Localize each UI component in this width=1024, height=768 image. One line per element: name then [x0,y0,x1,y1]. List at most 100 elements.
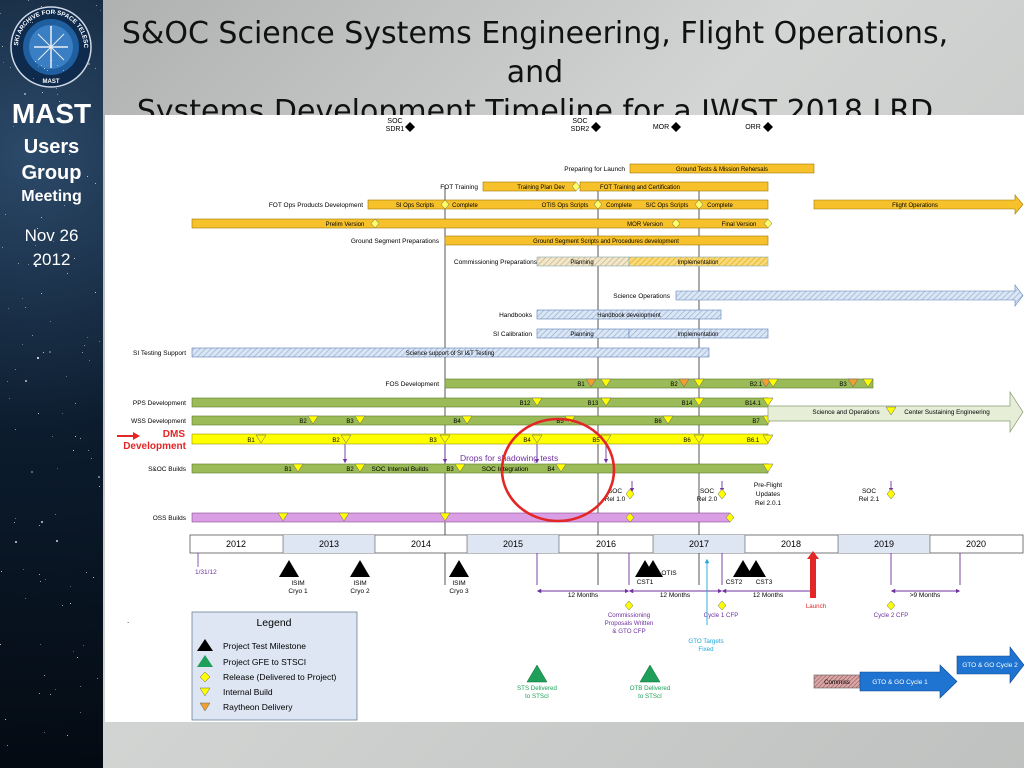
bar-text: Prelim Version [326,222,365,228]
sidebar-mast: MAST [11,98,92,129]
row-label-handbooks: Handbooks [499,312,533,319]
event-label: to STScI [638,693,662,700]
gfe-icon [197,655,213,667]
star [35,176,37,178]
bar-text: MOR Version [627,222,663,228]
year-label: 2015 [503,539,523,549]
build-label: B12 [520,401,531,407]
star [67,735,68,736]
year-axis [189,534,1024,554]
test-milestone-label: OTIS [661,570,677,577]
test-milestone-label: Cryo 3 [449,588,469,595]
milestone-diamond [591,122,601,132]
row-label-commissioning: Commissioning Preparations [454,259,538,266]
star [40,581,41,582]
top-milestone-soc-sdr1: SOC SDR1 [386,118,415,133]
bar-text: S/C Ops Scripts [646,203,689,209]
star [91,458,92,459]
star [88,63,90,65]
year-label: 2017 [689,539,709,549]
row-label-pps: PPS Development [133,400,186,407]
star [73,651,74,652]
year-label: 2018 [781,539,801,549]
star [25,307,26,308]
star [10,67,11,68]
interval-label: 12 Months [660,592,691,599]
star [66,376,67,377]
star [45,579,46,580]
build-label: B4 [453,419,461,425]
star [67,273,68,274]
star [7,381,8,382]
milestone-diamond [405,122,415,132]
bar-science-operations [675,284,1024,307]
bar-si-testing [191,347,710,358]
star [51,26,52,27]
star [5,719,6,720]
build-label: B2.1 [750,382,763,388]
bar-fot-training [579,181,769,192]
test-milestone-label: CST2 [726,579,743,586]
star [95,292,96,293]
bar-fos [444,378,874,389]
title-line-1: S&OC Science Systems Engineering, Flight… [121,16,949,90]
top-milestone-orr: ORR [745,122,773,132]
star [93,577,94,578]
star [2,46,3,47]
event-label: to STScI [525,693,549,700]
build-label: B1 [284,467,292,473]
top-milestone-soc-sdr2: SOC SDR2 [571,118,601,133]
star [95,183,96,184]
star [41,293,42,294]
star [70,586,71,587]
star [88,450,89,451]
bar-text: Training Plan Dev [517,185,564,191]
bar-oss [191,512,731,523]
legend-item: Project GFE to STSCI [223,657,306,667]
star [95,68,96,69]
dms-label: DMS [163,429,186,440]
star [57,94,58,95]
star [62,605,63,606]
star [47,70,48,71]
build-label: B5 [556,419,564,425]
bar-ground-tests [629,163,815,174]
bar-text: SI Ops Scripts [396,203,434,209]
star [7,745,8,746]
star [80,438,81,439]
year-label: 2014 [411,539,431,549]
star [53,241,54,242]
build-label: B5 [592,438,600,444]
bar-text: Handbook development [597,313,661,319]
legend-item: Project Test Milestone [223,641,306,651]
star [31,471,33,473]
bar-text: Planning [570,332,593,338]
star [75,403,76,404]
star [15,541,17,543]
star [82,352,83,353]
star [70,603,71,604]
star [23,569,24,570]
bar-text: Complete [606,203,632,209]
legend-item: Internal Build [223,687,273,697]
star [28,0,29,1]
bar-text: Science support of SI I&T Testing [406,351,495,357]
row-label-ground-segment: Ground Segment Preparations [351,238,440,245]
bar-text: Implementation [677,260,718,266]
year-label: 2020 [966,539,986,549]
test-milestone-label: Cryo 2 [350,588,370,595]
build-label: B14.1 [745,401,761,407]
bar-text: SOC Integration [482,466,529,473]
star [89,360,90,361]
internal-build-icon [199,687,211,697]
bar-text: Science and Operations [812,409,879,416]
build-label: B4 [523,438,531,444]
star [41,6,42,7]
build-label: B3 [839,382,847,388]
bar-text: Ground Tests & Mission Rehersals [676,167,768,173]
bar-flight-operations [813,194,1024,215]
build-label: B13 [588,401,599,407]
star [15,369,16,370]
build-label: B6 [683,438,691,444]
launch-arrow [807,551,819,598]
